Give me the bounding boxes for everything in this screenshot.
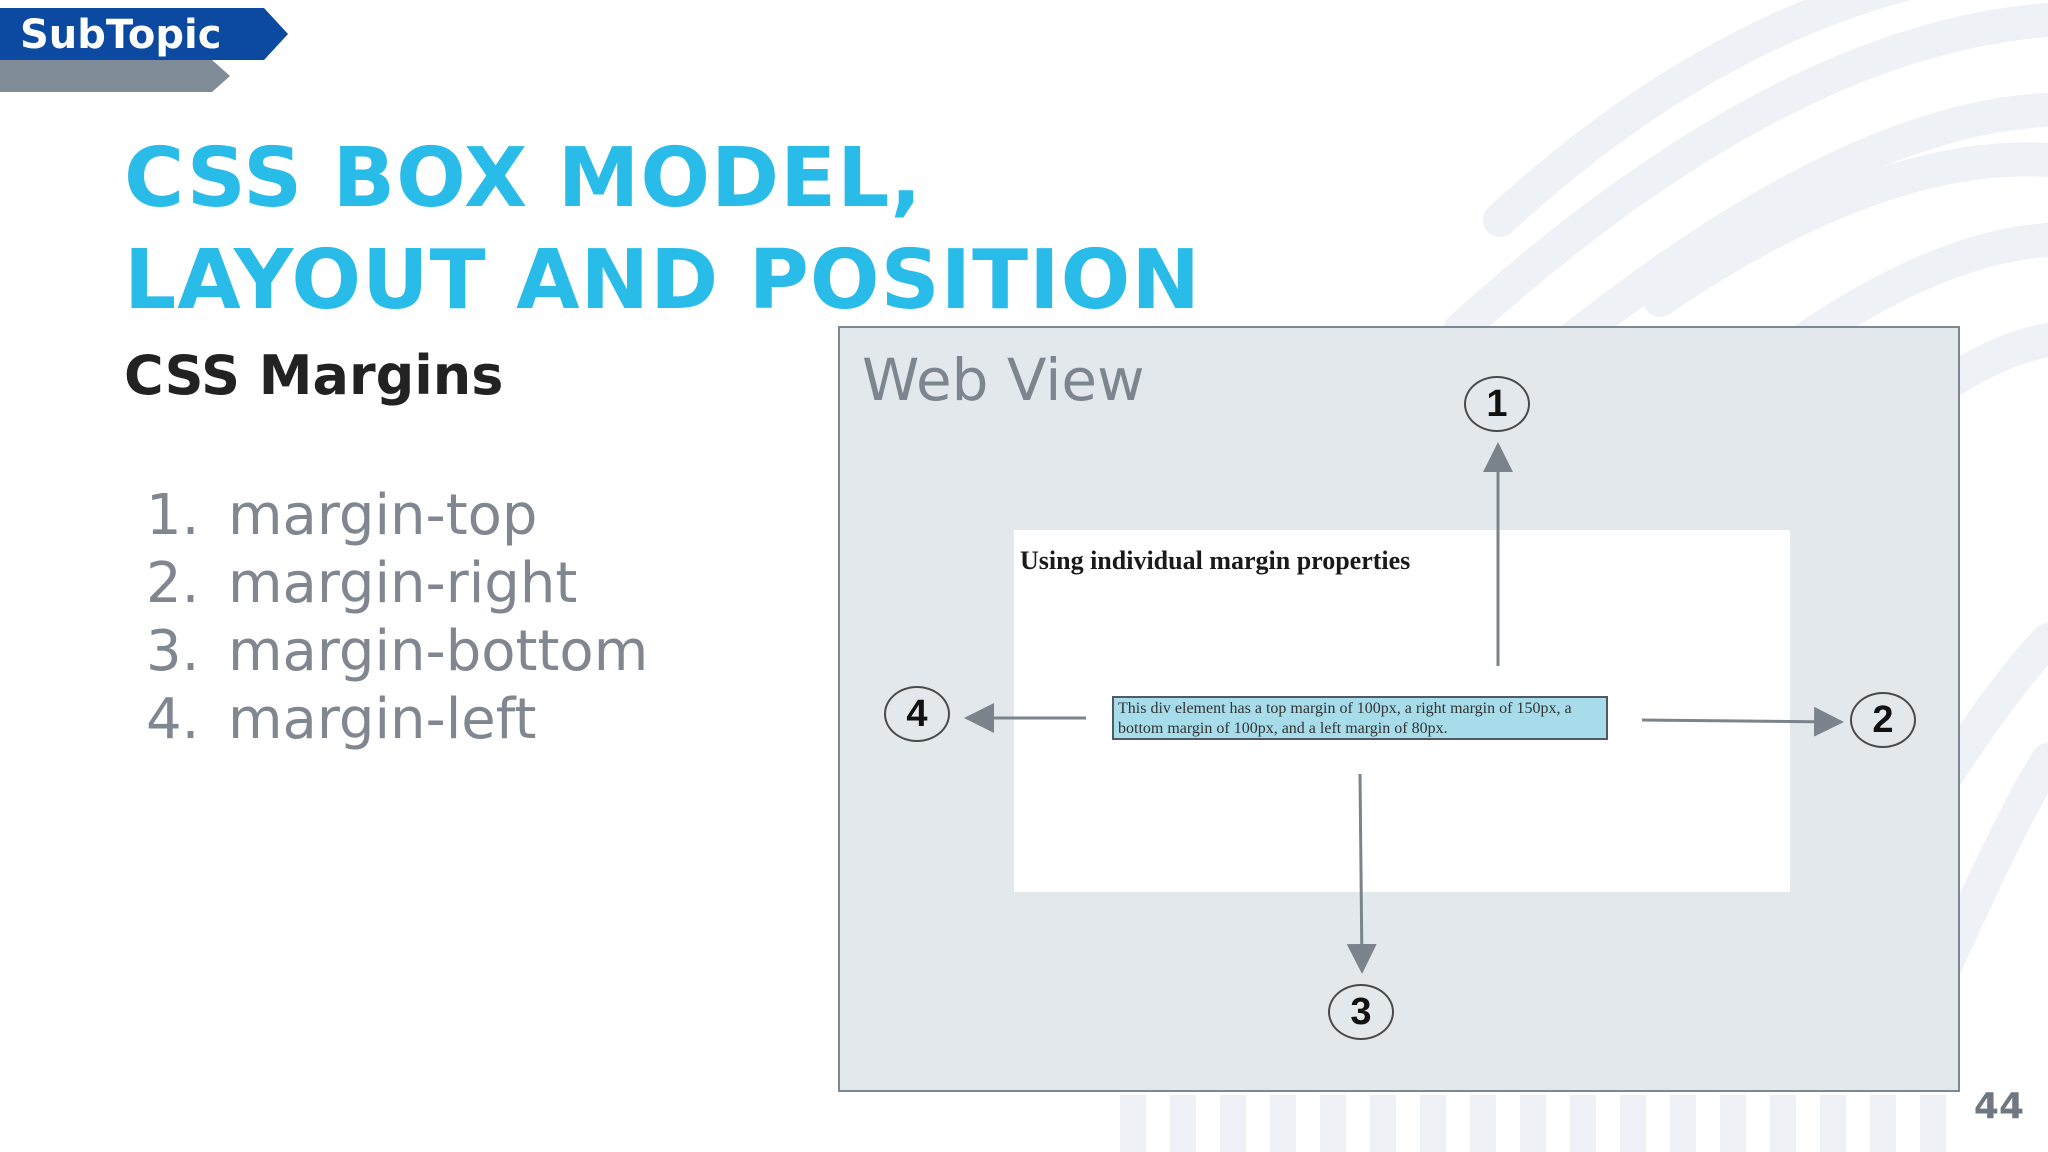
web-page-heading: Using individual margin properties [1020,546,1411,575]
list-item-number: 4. [146,687,200,752]
arrow-right [1641,706,1844,737]
list-item-text: margin-right [228,551,578,616]
list-item: 3. margin-bottom [146,618,648,686]
slide-title-line2: LAYOUT AND POSITION [124,233,1201,328]
arrow-down [1346,773,1377,974]
web-view-title: Web View [862,346,1145,414]
list-item-number: 1. [146,483,200,548]
callout-badge-4: 4 [884,686,950,742]
list-item: 2. margin-right [146,550,648,618]
list-item-number: 3. [146,619,200,684]
subtopic-tag-underlay [0,60,230,92]
list-item-text: margin-top [228,483,538,548]
margin-demo-div: This div element has a top margin of 100… [1112,696,1608,740]
slide-title: CSS BOX MODEL, LAYOUT AND POSITION [124,128,1201,332]
list-item: 1. margin-top [146,482,648,550]
web-view-panel: Web View Using individual margin propert… [838,326,1960,1092]
page-number: 44 [1973,1086,2024,1127]
list-item-text: margin-left [228,687,537,752]
callout-badge-2: 2 [1850,692,1916,748]
web-page-area: Using individual margin properties This … [1014,530,1790,892]
subtopic-tag-label: SubTopic [20,12,222,58]
callout-badge-1: 1 [1464,376,1530,432]
list-item-number: 2. [146,551,200,616]
section-subtitle: CSS Margins [124,344,504,407]
subtopic-tag-shape [0,8,288,60]
callout-badge-3: 3 [1328,984,1394,1040]
list-item: 4. margin-left [146,686,648,754]
list-item-text: margin-bottom [228,619,649,684]
margin-properties-list: 1. margin-top 2. margin-right 3. margin-bot… [146,482,648,754]
margin-arrows [964,442,1844,974]
slide-title-line1: CSS BOX MODEL, [124,131,923,226]
